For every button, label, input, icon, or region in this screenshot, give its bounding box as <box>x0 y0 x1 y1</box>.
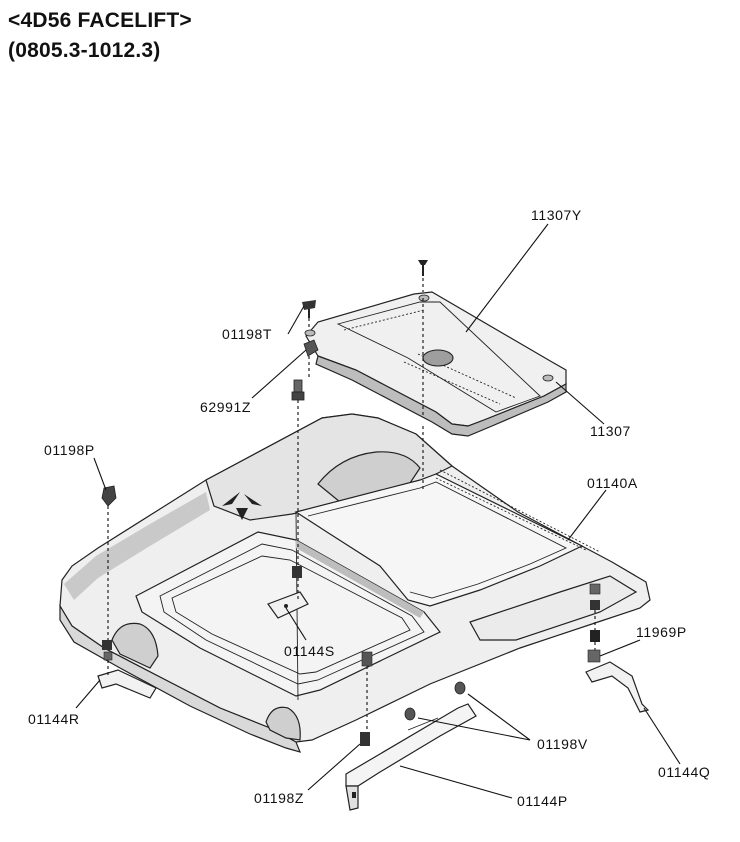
callout-11307Y: 11307Y <box>531 207 582 223</box>
assembly-lines <box>107 278 596 732</box>
callout-01144P: 01144P <box>517 793 568 809</box>
clip-upper-center-icon <box>291 379 305 401</box>
callout-01198Z: 01198Z <box>254 790 304 806</box>
leader-lines <box>75 223 681 799</box>
leader-01198Z <box>307 743 361 791</box>
callout-01144S: 01144S <box>284 643 335 659</box>
callout-labels: 11307Y 01198T 62991Z 11307 01198P 01140A… <box>28 207 710 809</box>
leader-11307 <box>555 381 605 425</box>
bracket-01144R <box>97 669 157 699</box>
leader-01198V-b <box>417 717 531 741</box>
emblem-icon <box>222 492 262 520</box>
clip-right-icon <box>587 583 601 663</box>
leader-01140A <box>567 489 607 541</box>
part-lid-11307 <box>304 291 567 437</box>
callout-62991Z: 62991Z <box>200 399 251 415</box>
leader-01144S <box>285 607 307 641</box>
leader-11969P <box>599 639 641 657</box>
callout-01144R: 01144R <box>28 711 80 727</box>
callout-11307: 11307 <box>590 423 631 439</box>
bracket-01144P <box>345 703 477 811</box>
leader-01198T <box>287 305 305 335</box>
leader-01198V-a <box>467 693 531 741</box>
clip-01198P-icon <box>101 485 117 507</box>
leader-01198P <box>93 457 107 491</box>
part-console-tray-01140A <box>59 413 651 753</box>
screw-top-center-icon <box>418 260 428 276</box>
callout-01198P: 01198P <box>44 442 95 458</box>
callout-01198V: 01198V <box>537 736 588 752</box>
callout-01198T: 01198T <box>222 326 272 342</box>
callout-01144Q: 01144Q <box>658 764 710 780</box>
leader-01144Q <box>643 707 681 765</box>
diagram-header: <4D56 FACELIFT> (0805.3-1012.3) <box>8 6 192 66</box>
bracket-01144Q <box>585 661 650 713</box>
leader-62991Z <box>251 349 307 399</box>
clip-tray-center-icon <box>292 566 302 578</box>
callout-11969P: 11969P <box>636 624 687 640</box>
callout-01140A: 01140A <box>587 475 638 491</box>
diagram-subtitle: (0805.3-1012.3) <box>8 39 161 62</box>
fastener-62991Z-icon <box>303 339 319 357</box>
leader-01144P <box>399 765 513 799</box>
clip-01198V-icon <box>404 681 466 721</box>
leader-01144R <box>75 679 101 709</box>
clip-01198T-icon <box>302 300 316 318</box>
diagram-title: <4D56 FACELIFT> <box>8 9 192 32</box>
leader-11307Y <box>465 223 549 333</box>
